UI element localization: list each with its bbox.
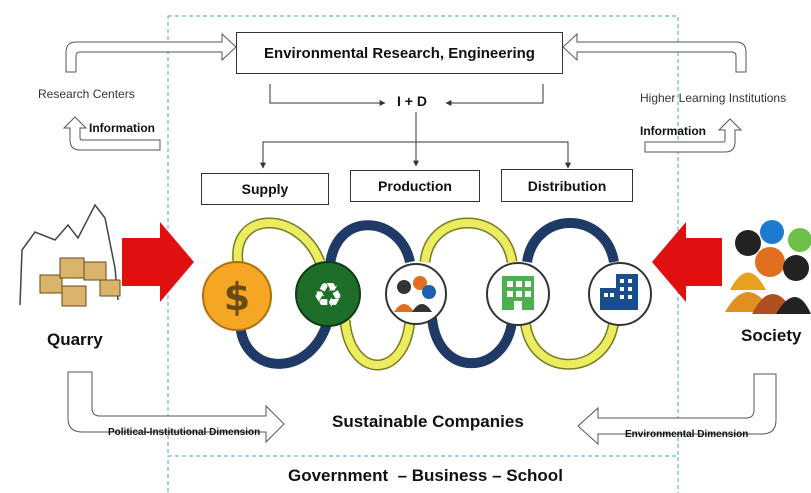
dollar-coin-icon: $ [202, 261, 272, 331]
top-research-box: Environmental Research, Engineering [236, 32, 563, 74]
distribution-box: Distribution [501, 169, 633, 202]
hollow-arrow-right-top [562, 32, 747, 73]
green-building-icon [486, 262, 550, 326]
society-illustration [725, 220, 811, 314]
red-arrow-right [652, 222, 722, 302]
political-dimension-arrow [67, 371, 285, 444]
recycle-icon: ♻ [295, 261, 361, 327]
information-right-label: Information [640, 124, 706, 138]
info-arrow-right [644, 118, 743, 153]
political-dimension-label: Political-Institutional Dimension [108, 427, 261, 438]
information-left-label: Information [89, 121, 155, 135]
info-arrow-left [62, 116, 161, 151]
blue-building-icon [588, 262, 652, 326]
environmental-dimension-arrow [577, 373, 777, 446]
society-label: Society [741, 326, 802, 345]
cycle-arcs [232, 217, 620, 371]
higher-learning-label: Higher Learning Institutions [640, 91, 787, 105]
sustainable-companies-label: Sustainable Companies [332, 412, 524, 431]
production-box: Production [350, 170, 480, 202]
bottom-dashed-frame [167, 455, 679, 493]
people-icon [385, 263, 447, 325]
svg-text:♻: ♻ [313, 276, 343, 316]
supply-box: Supply [201, 173, 329, 205]
svg-text:$: $ [224, 275, 250, 319]
government-business-school-label: Government – Business – School [288, 466, 563, 485]
environmental-dimension-label: Environmental Dimension [625, 429, 749, 440]
quarry-illustration [19, 203, 121, 307]
connector-right-to-id [445, 84, 544, 106]
red-arrow-left [122, 222, 194, 302]
connector-left-to-id [269, 84, 386, 106]
id-label: I + D [397, 93, 427, 109]
hollow-arrow-left-top [65, 32, 237, 73]
research-centers-label: Research Centers [38, 87, 135, 101]
quarry-label: Quarry [47, 330, 103, 349]
